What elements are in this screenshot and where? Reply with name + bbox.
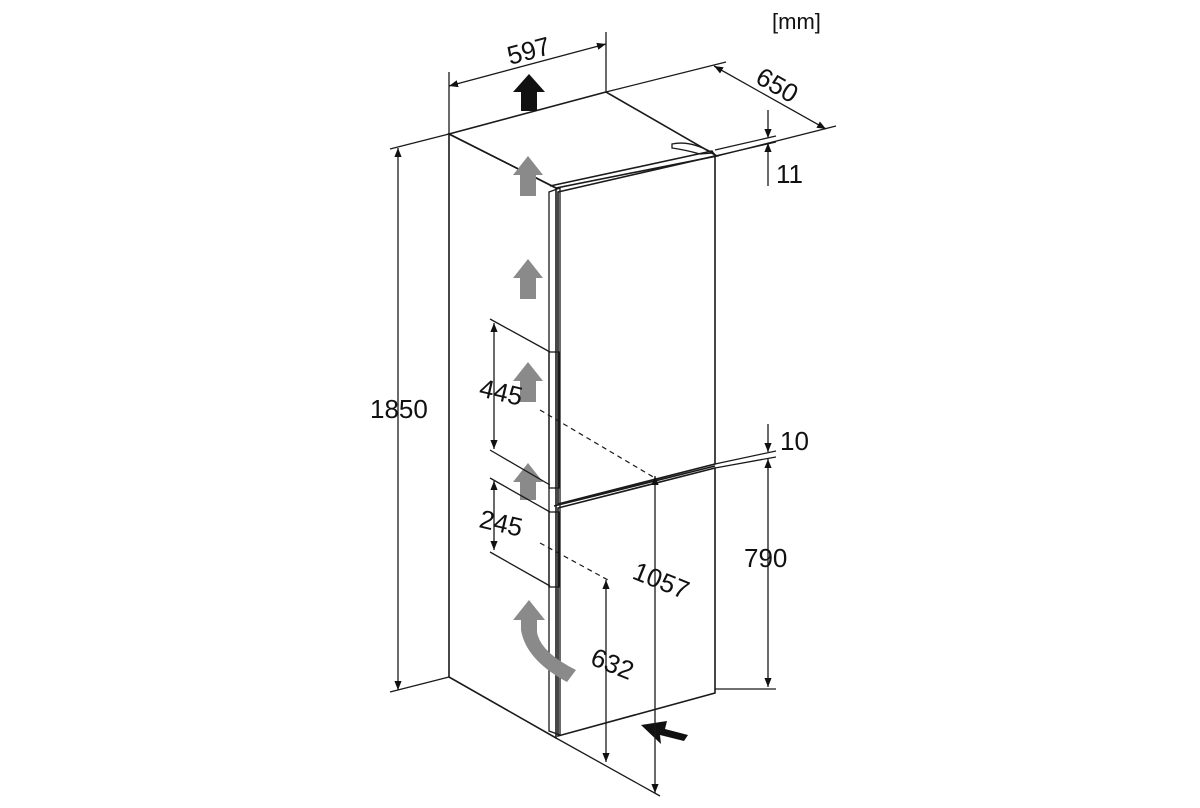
lower-handle-length-dimension xyxy=(489,477,551,587)
upper-handle-floor-height-dimension xyxy=(539,409,659,793)
width-dimension xyxy=(448,32,607,134)
lower-handle-floor-height-value: 632 xyxy=(587,642,638,686)
height-dimension xyxy=(389,133,450,693)
top-vent-arrow-icon xyxy=(513,74,545,111)
airflow-up-arrow-icon xyxy=(513,362,543,402)
upper-handle-floor-height-value: 1057 xyxy=(629,556,694,605)
airflow-arrows xyxy=(513,156,576,682)
bottom-air-intake-arrow-icon xyxy=(641,721,688,744)
lower-handle-length-value: 245 xyxy=(477,504,526,543)
airflow-up-arrow-icon xyxy=(513,463,543,500)
top-hinge xyxy=(671,142,716,155)
freezer-height-value: 790 xyxy=(744,543,787,573)
appliance-body xyxy=(446,91,720,740)
floor-projection-line xyxy=(555,737,661,797)
height-value: 1850 xyxy=(370,394,428,424)
lower-door-handle xyxy=(548,511,560,588)
lower-handle-floor-height-dimension xyxy=(539,542,610,762)
freezer-height-dimension xyxy=(715,459,776,690)
door-top-rim xyxy=(549,150,716,187)
depth-dimension xyxy=(605,61,837,157)
upper-door xyxy=(557,154,716,506)
airflow-up-arrow-icon xyxy=(513,259,543,299)
depth-value: 650 xyxy=(751,61,804,109)
top-gap-dimension xyxy=(714,110,777,186)
door-gap-value: 10 xyxy=(780,426,809,456)
top-gap-value: 11 xyxy=(776,159,803,189)
airflow-curved-arrow-icon xyxy=(513,600,576,682)
unit-label: [mm] xyxy=(772,9,821,34)
door-gap-dimension xyxy=(714,424,777,469)
width-value: 597 xyxy=(504,31,554,71)
lower-door xyxy=(557,466,716,738)
top-panel xyxy=(446,91,720,189)
upper-door-handle xyxy=(548,351,560,489)
upper-handle-length-dimension xyxy=(489,318,551,486)
airflow-up-arrow-icon xyxy=(513,156,543,196)
door-separator xyxy=(553,465,716,507)
